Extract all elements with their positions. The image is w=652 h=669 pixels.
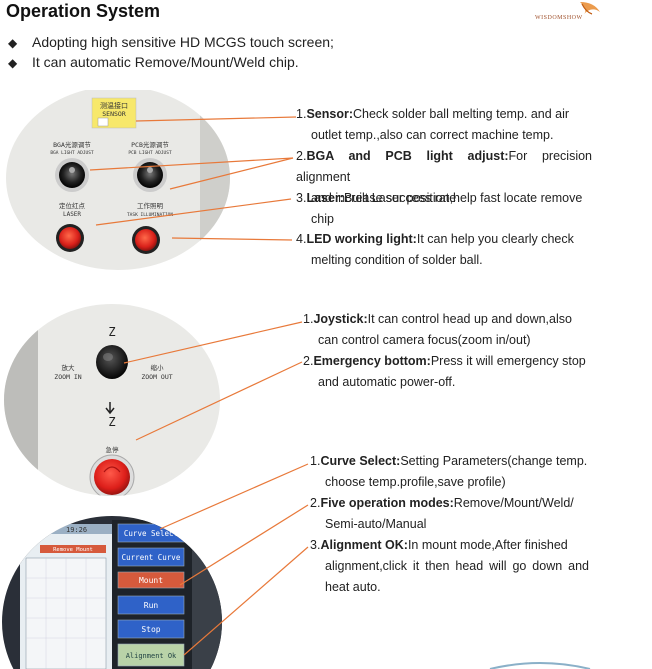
touch-screen-photo: 19:26 Remove Mount Curve Select Current … [2, 516, 222, 669]
zoom-in-label-en: ZOOM IN [54, 373, 81, 381]
sensor-label-en: SENSOR [102, 110, 126, 118]
sensor-label-cn: 测温接口 [100, 101, 128, 110]
mount-label: Mount [139, 576, 163, 585]
bga-label-cn: BGA光源调节 [53, 140, 91, 149]
z-down-label: Z [108, 415, 115, 429]
pcb-label-en: PCB LIGHT ADJUST [128, 150, 172, 156]
brand-logo-icon [580, 2, 600, 15]
description-joystick: 1.Joystick:It can control head up and do… [303, 312, 572, 347]
description-alignment-ok: 3.Alignment OK:In mount mode,After finis… [310, 538, 589, 594]
laser-label-cn: 定位红点 [59, 201, 86, 210]
diamond-bullet-icon: ◆ [8, 56, 18, 70]
led-label-cn: 工作照明 [137, 201, 164, 210]
pcb-label-cn: PCB光源调节 [131, 140, 169, 149]
stop-label: Stop [141, 625, 160, 634]
laser-label-en: LASER [63, 211, 81, 218]
alignment-ok-label: Alignment Ok [126, 652, 177, 660]
page-title: Operation System [6, 1, 161, 21]
curve-select-label: Curve Select [124, 529, 178, 538]
control-panel-photo-2: Z Z 放大 ZOOM IN 缩小 ZOOM OUT 急停 [4, 304, 220, 496]
mount-button[interactable] [117, 571, 185, 589]
bga-label-en: BGA LIGHT ADJUST [50, 150, 94, 156]
description-emergency: 2.Emergency bottom:Press it will emergen… [303, 354, 586, 389]
screen-time: 19:26 [66, 526, 87, 534]
bullet-item: ◆Adopting high sensitive HD MCGS touch s… [8, 34, 334, 50]
zoom-out-label-cn: 缩小 [151, 363, 165, 372]
description-curve-select: 1.Curve Select:Setting Parameters(change… [310, 454, 588, 489]
zoom-out-label-en: ZOOM OUT [141, 373, 172, 381]
run-label: Run [144, 601, 159, 610]
diamond-bullet-icon: ◆ [8, 36, 18, 50]
emergency-label-cn: 急停 [106, 445, 120, 454]
bullet-item: ◆It can automatic Remove/Mount/Weld chip… [8, 54, 299, 70]
zoom-in-label-cn: 放大 [62, 363, 76, 372]
description-sensor: 1.Sensor:Check solder ball melting temp.… [296, 107, 570, 142]
current-curve-button[interactable] [117, 547, 185, 567]
description-laser: 3.Laser:Built Laser position,help fast l… [296, 191, 583, 226]
description-operation-modes: 2.Five operation modes:Remove/Mount/Weld… [310, 496, 574, 531]
z-up-label: Z [108, 325, 115, 339]
brand-logo-text: WISDOMSHOW [535, 15, 583, 21]
current-curve-label: Current Curve [122, 553, 181, 562]
decorative-arc [489, 662, 591, 669]
description-led-light: 4.LED working light:It can help you clea… [296, 232, 574, 267]
screen-tag: Remove Mount [53, 547, 93, 553]
description-light-adjust: 2.BGA and PCB light adjust:For precision… [296, 149, 593, 205]
led-label-en: TASK ILLUMINATION [127, 212, 173, 218]
stop-button[interactable] [117, 619, 185, 639]
run-button[interactable] [117, 595, 185, 615]
